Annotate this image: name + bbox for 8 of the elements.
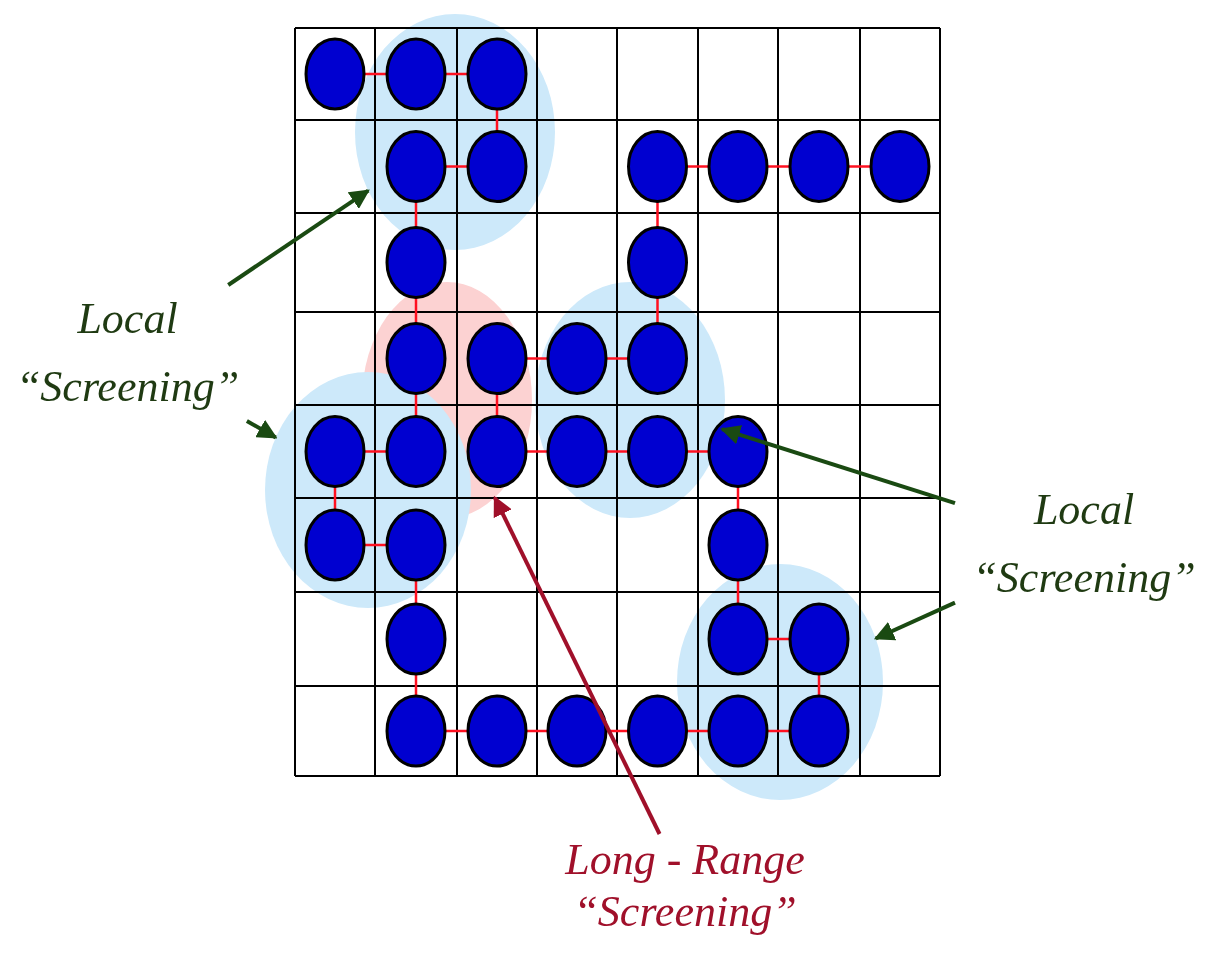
leader-arrow <box>873 600 956 641</box>
annotation-label: Local “Screening” <box>0 285 255 421</box>
annotation-label: Local “Screening” <box>955 476 1213 612</box>
leader-arrow <box>493 495 662 835</box>
leader-arrow <box>720 425 956 505</box>
annotation-label: Long - Range “Screening” <box>520 834 850 938</box>
leader-arrow <box>227 188 370 287</box>
leader-arrow <box>245 419 278 440</box>
